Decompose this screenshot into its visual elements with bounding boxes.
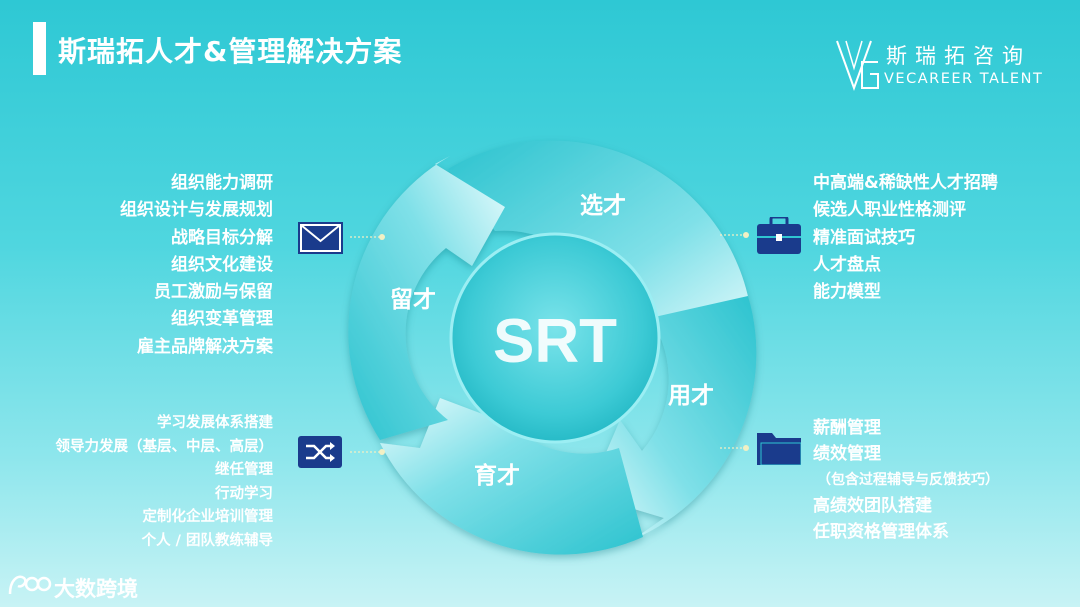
list-item: 战略目标分解: [171, 227, 273, 248]
arrow-use: [588, 296, 757, 539]
segment-develop-label: 育才: [474, 462, 520, 489]
list-item: 组织变革管理: [171, 309, 273, 330]
list-item: 员工激励与保留: [154, 282, 273, 303]
watermark-logo-icon: [8, 575, 52, 595]
list-item: 组织能力调研: [171, 173, 273, 193]
list-item-note: （包含过程辅导与反馈技巧）: [817, 472, 999, 488]
segment-select-label: 选才: [580, 193, 626, 219]
logo-chinese-name: 斯瑞拓咨询: [886, 44, 1031, 68]
list-item: 中高端&稀缺性人才招聘: [813, 173, 998, 193]
folder-icon: [757, 433, 801, 465]
list-item: 继任管理: [215, 462, 273, 479]
list-item: 组织设计与发展规划: [120, 200, 273, 221]
segment-retain-label: 留才: [390, 287, 436, 313]
list-item: 个人 / 团队教练辅导: [141, 532, 273, 549]
vg-logo-mark: [836, 40, 879, 91]
shuffle-icon: [298, 436, 342, 468]
develop-services-list: 学习发展体系搭建 领导力发展（基层、中层、高层） 继任管理 行动学习 定制化企业…: [56, 412, 274, 554]
watermark-text: 大数跨境: [54, 577, 138, 601]
list-item: 薪酬管理: [813, 418, 881, 438]
briefcase-icon: [757, 217, 801, 254]
list-item: 雇主品牌解决方案: [137, 336, 273, 357]
company-logo: 斯瑞拓咨询 VECAREER TALENT: [834, 38, 1049, 94]
select-services-list: 中高端&稀缺性人才招聘 候选人职业性格测评 精准面试技巧 人才盘点 能力模型: [813, 170, 998, 306]
srt-hub: [449, 232, 661, 444]
list-item: 候选人职业性格测评: [813, 200, 966, 221]
segment-use-label: 用才: [668, 383, 714, 409]
logo-english-name: VECAREER TALENT: [884, 71, 1044, 87]
list-item: 高绩效团队搭建: [813, 496, 932, 516]
list-item: 人才盘点: [813, 254, 881, 275]
page-title: 斯瑞拓人才&管理解决方案: [58, 35, 403, 68]
arrow-develop: [380, 398, 643, 555]
arrow-retain: [348, 156, 505, 440]
list-item: 能力模型: [813, 282, 881, 303]
envelope-icon: [298, 222, 343, 254]
list-item: 组织文化建设: [171, 254, 273, 275]
list-item: 行动学习: [215, 485, 273, 502]
connector-lines: [350, 232, 749, 455]
list-item: 任职资格管理体系: [813, 522, 949, 542]
list-item: 绩效管理: [813, 444, 881, 464]
srt-label: SRT: [493, 307, 617, 376]
list-item: 学习发展体系搭建: [157, 415, 273, 431]
use-services-list: 薪酬管理 绩效管理 （包含过程辅导与反馈技巧） 高绩效团队搭建 任职资格管理体系: [813, 415, 999, 545]
title-accent-bar: [33, 22, 46, 75]
list-item: 精准面试技巧: [813, 227, 915, 248]
list-item: 定制化企业培训管理: [142, 509, 274, 526]
list-item: 领导力发展（基层、中层、高层）: [55, 438, 274, 455]
retain-services-list: 组织能力调研 组织设计与发展规划 战略目标分解 组织文化建设 员工激励与保留 组…: [120, 170, 273, 361]
watermark: 大数跨境: [6, 570, 156, 602]
